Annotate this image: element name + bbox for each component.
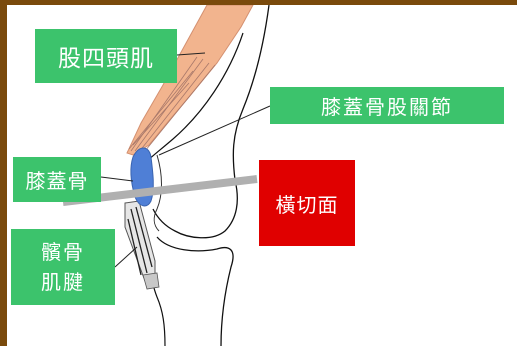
label-patellar-tendon: 髕骨 肌腱 (11, 229, 115, 305)
slide: 股四頭肌 膝蓋骨股關節 膝蓋骨 髕骨 肌腱 橫切面 (7, 5, 517, 346)
tibial-tuberosity (143, 273, 159, 289)
label-patella: 膝蓋骨 (13, 157, 101, 202)
label-patellar-tendon-line2: 肌腱 (41, 267, 85, 297)
label-patellofemoral-joint: 膝蓋骨股關節 (270, 87, 504, 124)
label-quadriceps: 股四頭肌 (35, 29, 177, 83)
leader-tendon (115, 247, 137, 267)
tibia-outline (157, 237, 233, 346)
label-transverse-plane: 橫切面 (259, 160, 355, 246)
leader-patella (101, 177, 133, 181)
label-patellar-tendon-line1: 髕骨 (41, 237, 85, 267)
